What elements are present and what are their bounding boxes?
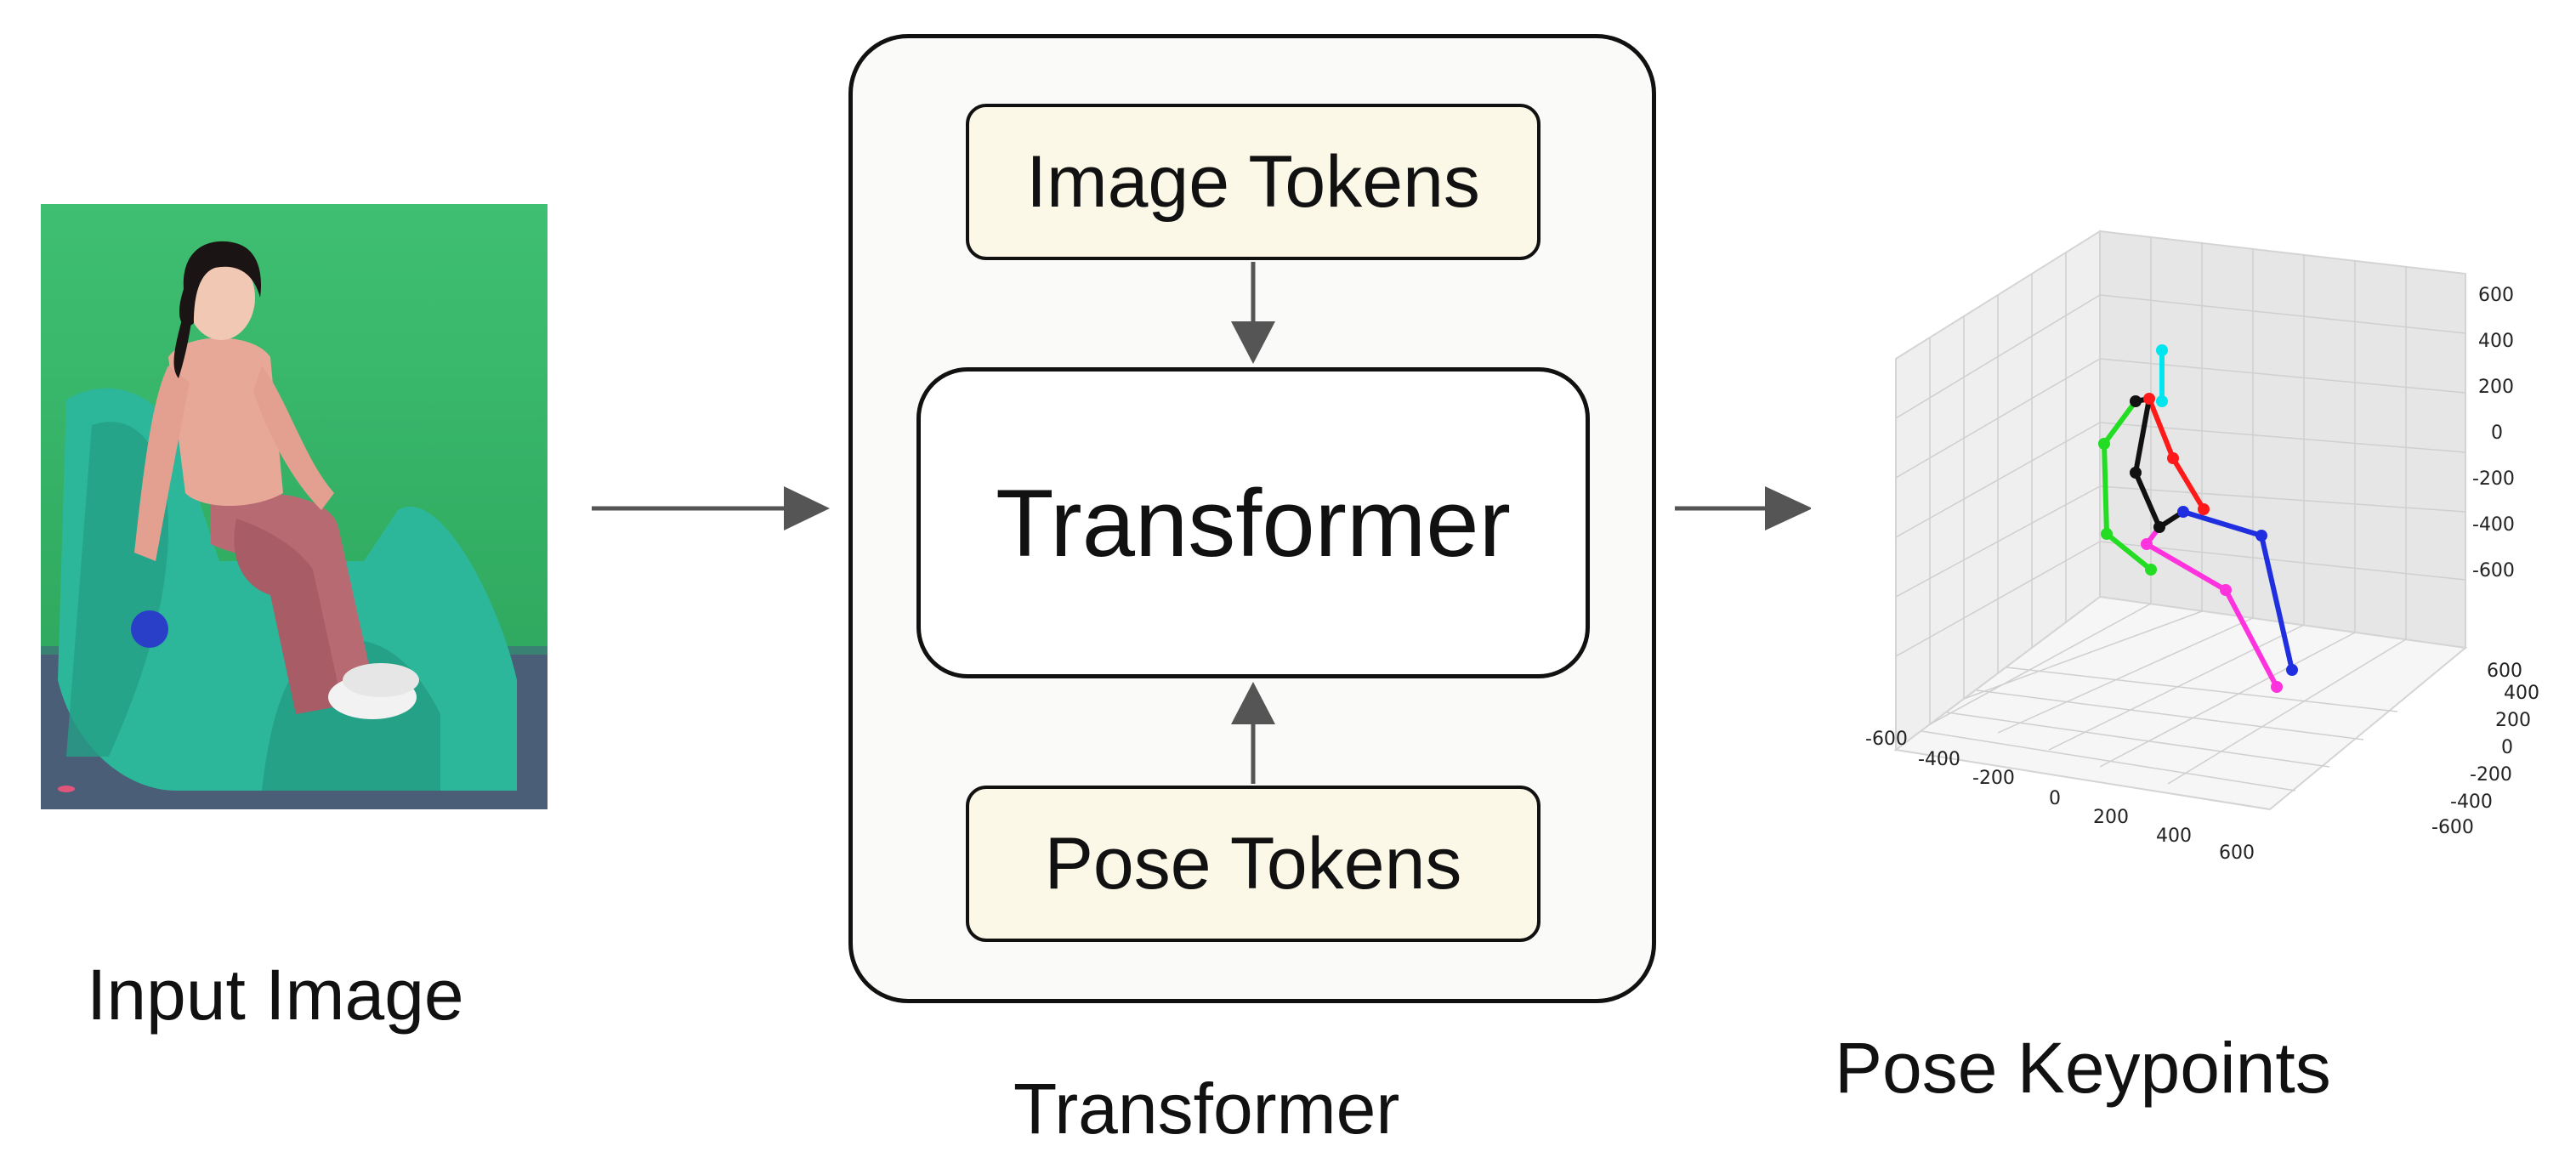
z-tick: -400 [2472, 514, 2515, 536]
z-tick: 200 [2478, 377, 2514, 398]
x-tick: -400 [1918, 749, 1960, 770]
pose-tokens-label: Pose Tokens [1044, 822, 1462, 905]
x-tick: 400 [2156, 825, 2192, 847]
y-axis-ticks: -600 -400 -200 0 200 400 600 [2431, 661, 2539, 838]
x-tick: 0 [2049, 788, 2061, 809]
y-tick: -200 [2470, 764, 2512, 786]
joint-right-wrist [2198, 503, 2210, 515]
y-tick: 400 [2504, 683, 2539, 704]
joint-right-ankle [2271, 681, 2283, 693]
joint-left-knee [2255, 530, 2267, 542]
joint-right-knee [2220, 584, 2232, 596]
transformer-block: Transformer [916, 367, 1590, 678]
plot-back-pane [2099, 230, 2466, 650]
x-axis-ticks: -600 -400 -200 0 200 400 600 [1865, 729, 2255, 864]
y-tick: 200 [2495, 710, 2531, 731]
y-tick: -600 [2431, 817, 2474, 838]
input-photo-illustration [41, 204, 548, 809]
joint-left-wrist [2101, 528, 2113, 540]
output-label: Pose Keypoints [1835, 1028, 2331, 1108]
joint-right-shoulder [2143, 393, 2155, 405]
y-tick: -400 [2450, 791, 2493, 813]
x-tick: -600 [1865, 729, 1908, 750]
z-axis-ticks: 600 400 200 0 -200 -400 -600 [2472, 285, 2515, 582]
y-tick: 0 [2501, 737, 2513, 758]
joint-left-elbow [2098, 438, 2110, 450]
z-tick: 0 [2491, 423, 2503, 444]
x-tick: -200 [1972, 768, 2015, 789]
input-image [41, 204, 548, 809]
limb-left-leg [2101, 399, 2153, 572]
container-label: Transformer [1013, 1069, 1400, 1149]
arrow-transformer-to-output [1675, 486, 1813, 530]
joint-left-shoulder [2130, 395, 2142, 407]
y-tick: 600 [2487, 661, 2522, 682]
input-image-label: Input Image [87, 955, 464, 1035]
image-tokens-label: Image Tokens [1026, 140, 1480, 223]
z-tick: -200 [2472, 468, 2515, 490]
pose-tokens-box: Pose Tokens [966, 786, 1540, 942]
joint-pelvis [2153, 521, 2165, 533]
z-tick: -600 [2472, 560, 2515, 582]
pose-keypoints-plot: 600 400 200 0 -200 -400 -600 -600 -400 -… [1811, 223, 2542, 869]
pose-joints [2098, 344, 2298, 693]
joint-left-hand [2145, 564, 2157, 576]
image-tokens-box: Image Tokens [966, 104, 1540, 260]
arrow-input-to-transformer [592, 486, 830, 530]
x-tick: 200 [2093, 807, 2129, 828]
joint-left-hip [2177, 506, 2189, 518]
z-tick: 400 [2478, 331, 2514, 352]
joint-head-top [2156, 344, 2168, 356]
plot-grid [1895, 237, 2466, 791]
joint-right-elbow [2167, 452, 2179, 464]
x-tick: 600 [2219, 842, 2255, 864]
transformer-block-label: Transformer [996, 469, 1511, 576]
z-tick: 600 [2478, 285, 2514, 306]
joint-right-hip [2141, 538, 2153, 550]
joint-left-ankle [2286, 664, 2298, 676]
joint-spine [2130, 467, 2142, 479]
limb-right-leg [2142, 525, 2279, 689]
joint-neck [2156, 395, 2168, 407]
